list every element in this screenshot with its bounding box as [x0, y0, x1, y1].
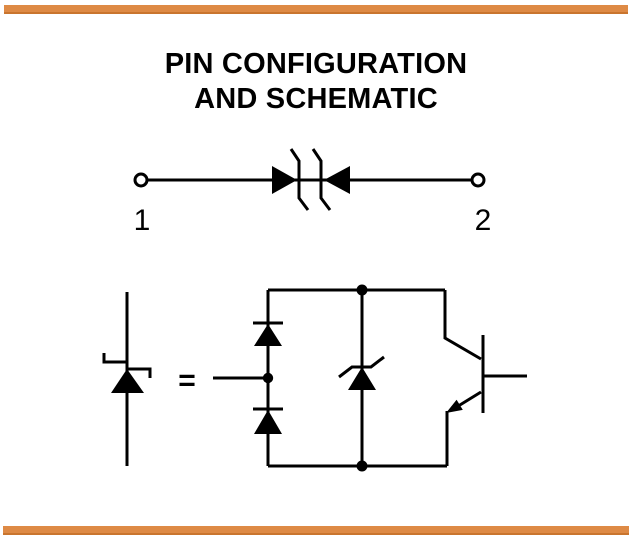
- pin-2-label: 2: [475, 204, 492, 237]
- top-accent-bar: [4, 5, 628, 14]
- transistor-emitter-arrow-icon: [446, 399, 463, 413]
- steering-diode-lower-icon: [253, 407, 283, 434]
- figure-title-line-2: AND SCHEMATIC: [194, 83, 438, 115]
- bottom-accent-bar: [3, 526, 629, 535]
- junction-dot-bottom: [356, 460, 368, 472]
- equivalent-circuit-diagram: =: [102, 284, 527, 472]
- transistor-collector-lead: [443, 290, 482, 361]
- equals-sign: =: [178, 364, 196, 397]
- npn-transistor-icon: [443, 290, 527, 466]
- bidirectional-zener-symbol-icon: [102, 292, 152, 466]
- terminal-1-circle-icon: [133, 172, 149, 188]
- center-zener-diode-icon: [338, 355, 385, 390]
- figure-title: PIN CONFIGURATION AND SCHEMATIC: [0, 47, 632, 117]
- pin-1-label: 1: [134, 204, 151, 237]
- zener-diode-right-icon: [311, 148, 350, 211]
- terminal-2-circle-icon: [470, 172, 486, 188]
- zener-diode-left-icon: [272, 148, 310, 211]
- pin-configuration-diagram: 1 2: [133, 148, 492, 237]
- steering-diode-upper-icon: [253, 321, 283, 346]
- junction-dot-top: [356, 284, 368, 296]
- figure-title-line-1: PIN CONFIGURATION: [164, 48, 468, 80]
- junction-dot-input: [262, 372, 274, 384]
